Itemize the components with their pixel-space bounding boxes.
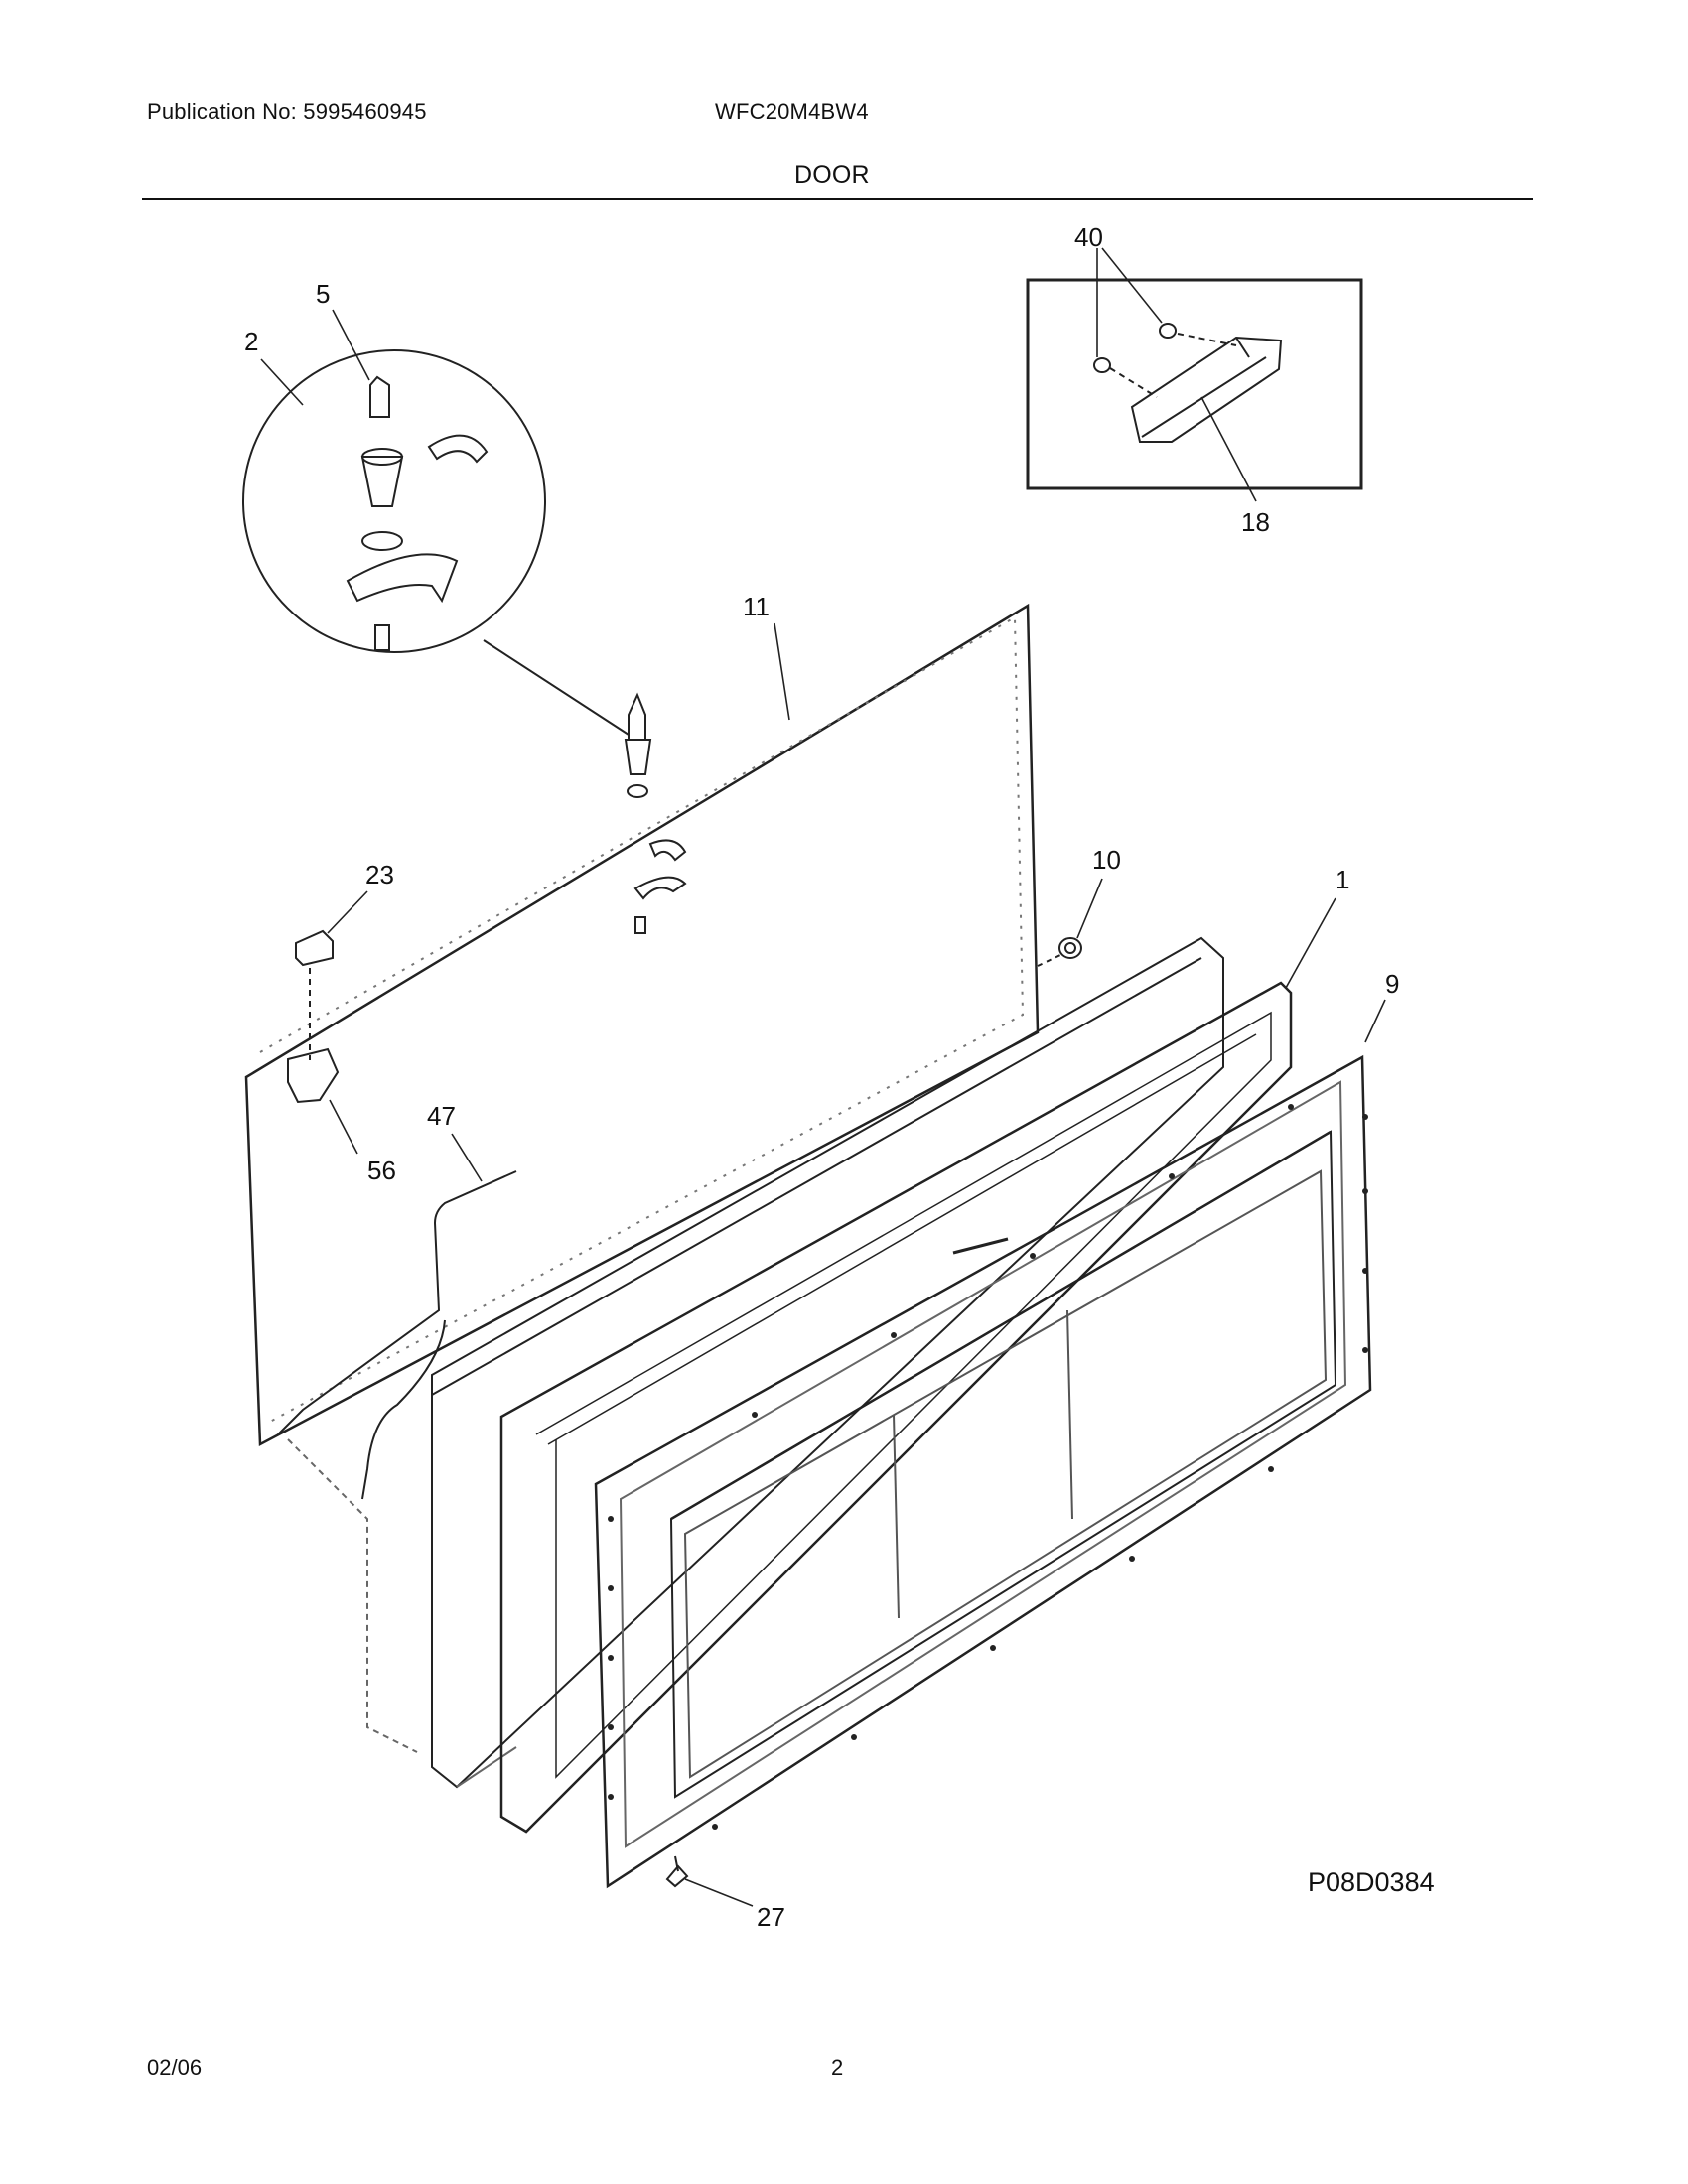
callout-10: 10 xyxy=(1092,845,1121,875)
callout-40: 40 xyxy=(1074,222,1103,252)
liner-screw-holes xyxy=(608,1104,1368,1830)
callout-23: 23 xyxy=(365,860,394,889)
liner-shelf-window xyxy=(683,1169,1328,1779)
publication-number: Publication No: 5995460945 xyxy=(147,99,427,124)
screw-27 xyxy=(665,1855,689,1888)
screw-10 xyxy=(1058,937,1082,959)
latch-23 xyxy=(295,929,334,967)
heater-wire-47 xyxy=(277,1170,517,1500)
section-title: DOOR xyxy=(794,161,870,189)
callout-2: 2 xyxy=(244,327,258,356)
handle-screw-upper xyxy=(1159,323,1177,339)
callout-47: 47 xyxy=(427,1101,456,1131)
callout-5: 5 xyxy=(316,279,330,309)
door-handle-part xyxy=(1130,336,1283,443)
callout-1: 1 xyxy=(1336,865,1349,894)
callout-56: 56 xyxy=(367,1156,396,1185)
callout-27: 27 xyxy=(757,1902,785,1932)
callout-18: 18 xyxy=(1241,507,1270,537)
handle-screw-lower xyxy=(1093,357,1111,373)
header-rule xyxy=(142,198,1533,200)
page-number: 2 xyxy=(831,2055,844,2080)
model-number: WFC20M4BW4 xyxy=(715,99,869,124)
bracket-56 xyxy=(287,1047,340,1104)
hinge-detail-parts xyxy=(346,375,489,651)
panel-hinge-parts xyxy=(624,692,687,934)
liner-panel xyxy=(431,936,1224,1789)
callout-leaders xyxy=(260,247,1386,1907)
callout-labels: 1 2 5 9 10 11 18 23 27 40 47 56 P08D0384 xyxy=(244,222,1435,1932)
outer-door-panel xyxy=(244,603,1040,1447)
inset-box xyxy=(1026,278,1363,490)
figure-code: P08D0384 xyxy=(1308,1867,1435,1897)
callout-11: 11 xyxy=(743,592,770,621)
callout-9: 9 xyxy=(1385,969,1399,999)
hinge-detail-circle xyxy=(242,349,546,653)
footer-date: 02/06 xyxy=(147,2055,203,2080)
door-gasket xyxy=(499,981,1293,1834)
inner-door-liner xyxy=(594,1054,1372,1889)
